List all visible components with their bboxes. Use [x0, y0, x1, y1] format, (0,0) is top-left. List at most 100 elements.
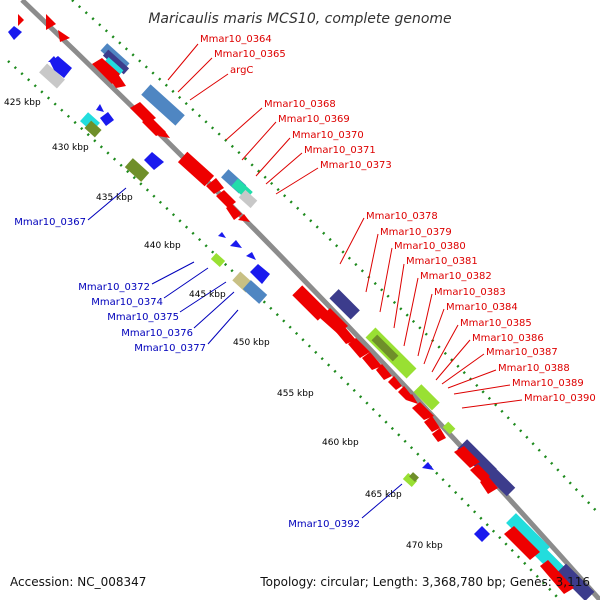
gene-label: Mmar10_0376	[121, 328, 193, 339]
gene-arrow	[362, 352, 382, 370]
leader-line	[431, 324, 459, 373]
leader-line	[87, 187, 127, 221]
gene-arrow	[474, 526, 490, 542]
map-title: Maricaulis maris MCS10, complete genome	[148, 11, 451, 27]
gene-arrow	[422, 462, 434, 470]
gene-label: Mmar10_0392	[288, 519, 360, 530]
gene-label: argC	[230, 65, 253, 76]
gene-arrow	[412, 402, 434, 420]
gene-label: Mmar10_0385	[460, 318, 532, 329]
tick-label: 445 kbp	[189, 290, 226, 300]
tick-label: 430 kbp	[52, 143, 89, 153]
gene-label: Mmar10_0388	[498, 363, 570, 374]
gene-block	[402, 473, 418, 487]
gene-arrow	[92, 58, 120, 84]
gene-label: Mmar10_0384	[446, 302, 518, 313]
gene-label: Mmar10_0371	[304, 145, 376, 156]
gene-block	[177, 151, 215, 187]
gene-arrow	[424, 416, 440, 432]
gene-arrow	[540, 560, 574, 594]
gene-arrow	[144, 152, 164, 170]
gene-arrow	[216, 190, 236, 208]
gene-arrow	[18, 14, 24, 26]
gene-arrow	[480, 476, 498, 494]
leader-line	[441, 353, 485, 385]
leader-line	[189, 73, 229, 101]
leader-line	[435, 339, 471, 381]
gene-arrow	[432, 428, 446, 442]
gene-label: Mmar10_0370	[292, 130, 364, 141]
gene-arrow	[218, 232, 226, 238]
tick-label: 465 kbp	[365, 490, 402, 500]
gene-block	[210, 253, 226, 267]
leader-line	[225, 107, 263, 141]
leader-line	[403, 277, 419, 347]
gene-block	[292, 285, 328, 321]
gene-label: Mmar10_0378	[366, 211, 438, 222]
gene-block	[124, 158, 150, 182]
gene-arrow	[320, 308, 348, 334]
leader-line	[167, 43, 199, 81]
gene-block	[409, 472, 419, 482]
gene-label: Mmar10_0372	[78, 282, 150, 293]
gene-arrow	[8, 26, 22, 40]
gene-block	[371, 334, 399, 362]
gene-label: Mmar10_0386	[472, 333, 544, 344]
gene-arrow	[226, 204, 242, 220]
gene-features	[8, 14, 595, 600]
kbp-ticks: 425 kbp 430 kbp 435 kbp 440 kbp 445 kbp …	[4, 98, 443, 551]
gene-arrow	[96, 104, 104, 112]
tick-label: 455 kbp	[277, 389, 314, 399]
gene-label: Mmar10_0367	[14, 217, 86, 228]
gene-arrow	[142, 116, 166, 136]
gene-arrow	[230, 240, 242, 248]
gene-label: Mmar10_0373	[320, 160, 392, 171]
forward-labels: Mmar10_0364 Mmar10_0365 argC Mmar10_0368…	[167, 34, 596, 409]
gene-arrow	[110, 74, 126, 88]
gene-arrow	[100, 112, 114, 126]
leader-line	[163, 267, 209, 299]
gene-arrow	[46, 14, 56, 30]
gene-label: Mmar10_0374	[91, 297, 163, 308]
gene-arrow	[398, 386, 412, 400]
gene-arrow	[238, 214, 250, 222]
tick-label: 460 kbp	[322, 438, 359, 448]
leader-line	[265, 152, 303, 185]
leader-line	[207, 309, 239, 345]
gene-label: Mmar10_0365	[214, 49, 286, 60]
gene-label: Mmar10_0381	[406, 256, 478, 267]
leader-line	[365, 233, 379, 293]
gene-label: Mmar10_0369	[278, 114, 350, 125]
genome-backbone	[20, 0, 600, 600]
gene-label: Mmar10_0383	[434, 287, 506, 298]
leader-line	[393, 263, 405, 329]
gene-label: Mmar10_0379	[380, 227, 452, 238]
accession-text: Accession: NC_008347	[10, 575, 146, 589]
gene-block	[413, 384, 440, 411]
gene-block	[84, 120, 102, 138]
leader-line	[423, 308, 445, 365]
tick-label: 435 kbp	[96, 193, 133, 203]
tick-label: 470 kbp	[406, 541, 443, 551]
tick-label: 440 kbp	[144, 241, 181, 251]
gene-block	[103, 57, 124, 76]
gene-label: Mmar10_0380	[394, 241, 466, 252]
gene-block	[482, 463, 516, 497]
gene-label: Mmar10_0390	[524, 393, 596, 404]
gene-label: Mmar10_0389	[512, 378, 584, 389]
gene-block	[527, 538, 567, 578]
gene-block	[242, 280, 268, 304]
gene-arrow	[158, 130, 170, 138]
leader-line	[461, 399, 523, 409]
gene-label: Mmar10_0382	[420, 271, 492, 282]
gene-label: Mmar10_0377	[134, 343, 206, 354]
leader-line	[453, 384, 511, 395]
gene-block	[329, 289, 360, 320]
gene-arrow	[388, 376, 402, 390]
topology-text: Topology: circular; Length: 3,368,780 bp…	[259, 575, 590, 589]
gene-arrow	[48, 56, 58, 62]
leader-line	[361, 483, 403, 519]
gene-label: Mmar10_0368	[264, 99, 336, 110]
